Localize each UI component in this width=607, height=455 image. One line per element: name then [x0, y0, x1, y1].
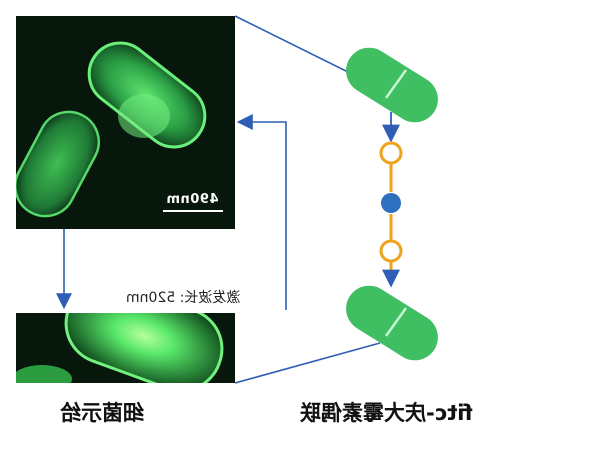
caption-bacteria: 细菌示给 [60, 401, 144, 425]
micrograph-top-art [16, 16, 235, 229]
caption-conjugate: fitc-庆大霉素偶联 [300, 401, 473, 425]
excitation-wavelength-label: 激发波长: 520nm [126, 290, 241, 306]
micrograph-top: 490nm [16, 16, 235, 229]
linker-node-top [379, 141, 403, 165]
arrow-excitation [236, 114, 287, 310]
bacterium-top [346, 47, 438, 123]
cell-lower [16, 110, 100, 218]
micrograph-bottom-art [16, 313, 235, 383]
connector-top [234, 15, 353, 75]
connector-bottom [234, 342, 381, 384]
cell-bright [64, 313, 224, 383]
linker-node-bottom [379, 239, 403, 263]
cell-upper [87, 41, 207, 149]
linker-node-center [381, 193, 401, 213]
cell-partial [16, 365, 72, 383]
micrograph-bottom [16, 313, 235, 383]
bacterium-bottom [346, 285, 438, 361]
